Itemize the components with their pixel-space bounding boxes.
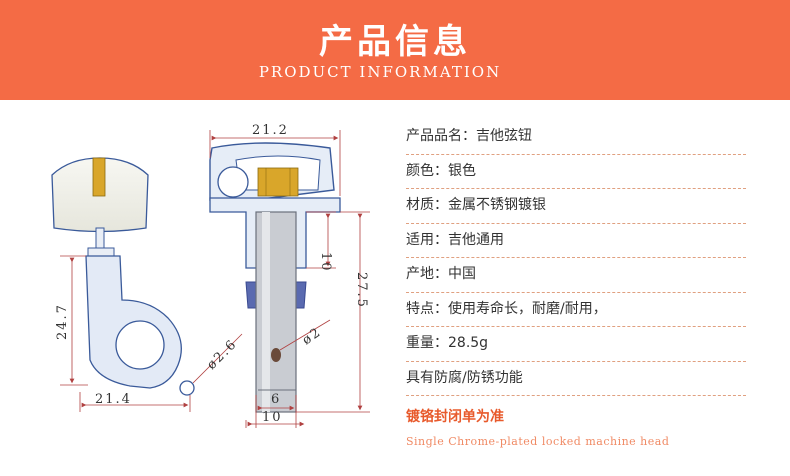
dim-hole-right: ø2 <box>300 324 325 348</box>
spec-value: 中国 <box>448 266 476 282</box>
spec-label: 材质： <box>406 197 448 213</box>
spec-row-origin: 产地：中国 <box>406 258 746 293</box>
spec-value: 28.5g <box>448 335 489 351</box>
spec-label: 产品品名： <box>406 128 476 144</box>
dim-height-left: 24.7 <box>55 303 70 340</box>
spec-row-features: 特点：使用寿命长，耐磨/耐用， <box>406 293 746 327</box>
dim-height-total: 27.5 <box>354 272 369 309</box>
dim-hole-left: ø2.6 <box>204 336 240 372</box>
highlight-note: 镀铬封闭单为准 <box>406 409 504 425</box>
spec-label: 重量： <box>406 335 448 351</box>
spec-value: 金属不锈钢镀银 <box>448 197 546 213</box>
spec-row-protection: 具有防腐/防锈功能 <box>406 362 746 396</box>
spec-label: 特点： <box>406 300 448 317</box>
spec-row-color: 颜色：银色 <box>406 155 746 189</box>
tuner-side-view <box>51 157 195 396</box>
spec-row-name: 产品品名：吉他弦钮 <box>406 120 746 155</box>
spec-value: 吉他弦钮 <box>476 128 532 144</box>
spec-value: 具有防腐/防锈功能 <box>406 369 523 386</box>
tuner-cross-section <box>209 142 341 413</box>
spec-row-weight: 重量：28.5g <box>406 327 746 362</box>
dim-shaft-6: 6 <box>271 392 281 407</box>
spec-value: 使用寿命长，耐磨/耐用， <box>448 300 607 317</box>
spec-value: 银色 <box>448 162 476 179</box>
spec-label: 适用： <box>406 231 448 248</box>
spec-list: 产品品名：吉他弦钮 颜色：银色 材质：金属不锈钢镀银 适用：吉他通用 产地：中国… <box>406 120 746 448</box>
dim-width-top: 21.2 <box>252 123 289 138</box>
spec-value: 吉他通用 <box>448 231 504 248</box>
header-banner: 产品信息 PRODUCT INFORMATION <box>0 0 790 100</box>
spec-label: 产地： <box>406 266 448 282</box>
spec-row-usage: 适用：吉他通用 <box>406 224 746 258</box>
page-title: 产品信息 <box>319 22 471 62</box>
tuner-technical-drawing: 24.7 21.4 ø2.6 21.2 10 27.5 ø2 <box>51 123 370 428</box>
dim-width-left: 21.4 <box>95 392 132 407</box>
product-description-en: Single Chrome-plated locked machine head <box>406 435 670 448</box>
dim-shaft-10: 10 <box>262 410 283 425</box>
page-subtitle: PRODUCT INFORMATION <box>258 63 502 81</box>
spec-row-material: 材质：金属不锈钢镀银 <box>406 189 746 224</box>
spec-label: 颜色： <box>406 162 448 179</box>
dim-height-10: 10 <box>318 252 333 273</box>
